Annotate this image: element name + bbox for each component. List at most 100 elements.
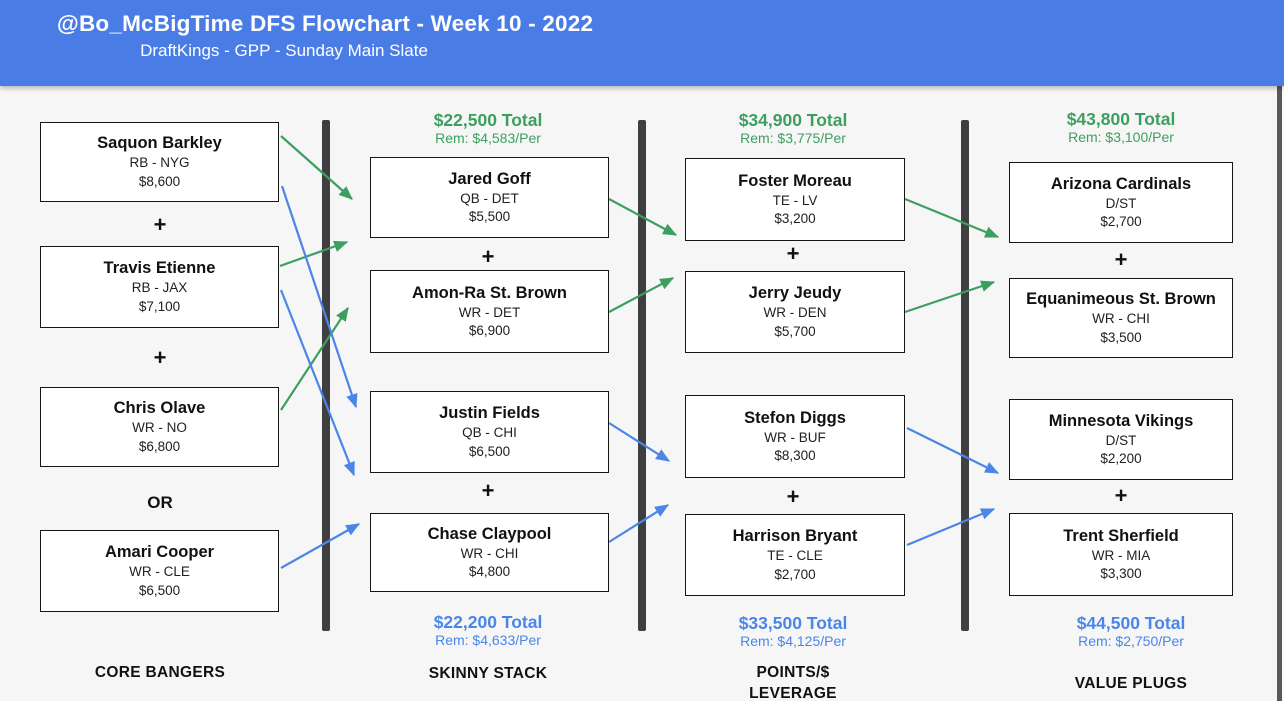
- flow-arrow-harrison-bryant-to-trent-sherfield: [906, 507, 996, 547]
- player-salary: $7,100: [138, 298, 181, 314]
- remaining-per-player: Rem: $2,750/Per: [1078, 633, 1184, 649]
- total-amount: $34,900 Total: [738, 110, 848, 130]
- remaining-per-player: Rem: $4,125/Per: [740, 633, 846, 649]
- player-detail: WR - BUF: [764, 429, 826, 445]
- player-box-chris-olave: Chris Olave WR - NO $6,800: [40, 387, 279, 467]
- player-detail: QB - CHI: [462, 425, 517, 440]
- flow-arrow-jared-goff-to-foster-moreau: [608, 198, 678, 236]
- player-detail: WR - NO: [132, 420, 187, 435]
- header-banner: @Bo_McBigTime DFS Flowchart - Week 10 - …: [0, 0, 1284, 86]
- player-name: Jerry Jeudy: [748, 284, 842, 302]
- slide-right-edge-shadow: [1277, 86, 1282, 708]
- player-name: Jared Goff: [448, 169, 531, 188]
- player-name: Saquon Barkley: [97, 134, 222, 152]
- player-name: Chris Olave: [113, 399, 206, 417]
- plus-separator: +: [481, 478, 495, 503]
- or-separator: OR: [147, 493, 173, 512]
- player-detail: QB - DET: [460, 190, 519, 206]
- player-detail: D/ST: [1105, 195, 1137, 211]
- flow-arrow-amari-cooper-to-chase-claypool: [280, 523, 361, 569]
- slide-bottom-edge: [0, 701, 1284, 708]
- plus-separator: +: [1114, 247, 1128, 272]
- player-box-amon-ra-st-brown: Amon-Ra St. Brown WR - DET $6,900: [370, 270, 609, 353]
- divider-bar: [961, 120, 969, 631]
- player-box-saquon-barkley: Saquon Barkley RB - NYG $8,600: [40, 122, 279, 202]
- player-name: Travis Etienne: [103, 259, 216, 277]
- flowchart-title: @Bo_McBigTime DFS Flowchart - Week 10 - …: [56, 11, 594, 36]
- flow-arrow-jerry-jeudy-to-equanimeous-st-brown: [904, 280, 996, 314]
- total-amount: $22,500 Total: [433, 110, 543, 130]
- player-detail: WR - CHI: [1092, 311, 1150, 326]
- player-detail: WR - MIA: [1091, 547, 1151, 563]
- player-detail: WR - CLE: [129, 564, 190, 579]
- player-name: Amon-Ra St. Brown: [412, 283, 567, 302]
- flow-arrow-justin-fields-to-stefon-diggs: [608, 422, 670, 462]
- flow-arrow-chase-claypool-to-harrison-bryant: [608, 504, 669, 543]
- column-label-points-leverage: POINTS/$ LEVERAGE: [663, 662, 923, 704]
- player-name: Harrison Bryant: [732, 527, 858, 545]
- column-label-line: LEVERAGE: [749, 685, 837, 702]
- plus-separator: +: [153, 212, 167, 237]
- total-amount: $33,500 Total: [738, 613, 848, 633]
- flow-arrow-travis-etienne-to-justin-fields: [279, 289, 356, 477]
- player-detail: RB - NYG: [129, 155, 190, 170]
- player-salary: $5,700: [774, 323, 816, 339]
- player-salary: $5,500: [468, 209, 511, 224]
- player-salary: $2,700: [774, 566, 816, 582]
- divider-bar: [322, 120, 330, 631]
- column-label-line: POINTS/$: [756, 664, 830, 681]
- remaining-per-player: Rem: $4,583/Per: [435, 130, 541, 146]
- total-amount: $43,800 Total: [1066, 109, 1176, 129]
- player-salary: $6,500: [138, 582, 181, 598]
- player-name: Arizona Cardinals: [1050, 174, 1192, 193]
- column-label-line: SKINNY STACK: [428, 665, 548, 682]
- player-box-jared-goff: Jared Goff QB - DET $5,500: [370, 157, 609, 238]
- flowchart-subtitle: DraftKings - GPP - Sunday Main Slate: [140, 41, 428, 60]
- remaining-per-player: Rem: $4,633/Per: [435, 632, 541, 648]
- slide-right-edge-highlight: [1282, 86, 1284, 708]
- flow-arrow-saquon-barkley-to-justin-fields: [280, 185, 358, 409]
- player-name: Foster Moreau: [738, 171, 852, 190]
- player-box-jerry-jeudy: Jerry Jeudy WR - DEN $5,700: [685, 271, 905, 353]
- column-label-line: CORE BANGERS: [94, 664, 226, 681]
- column-label-skinny-stack: SKINNY STACK: [358, 663, 618, 684]
- player-detail: TE - LV: [772, 192, 818, 208]
- player-name: Minnesota Vikings: [1048, 411, 1194, 430]
- flow-arrow-foster-moreau-to-arizona-cardinals: [904, 197, 1000, 239]
- plus-separator: +: [786, 241, 800, 266]
- total-amount: $22,200 Total: [433, 612, 543, 632]
- player-detail: D/ST: [1105, 432, 1137, 448]
- player-salary: $2,700: [1100, 214, 1142, 229]
- plus-separator: +: [481, 244, 495, 269]
- player-name: Chase Claypool: [427, 524, 552, 543]
- player-salary: $6,800: [138, 438, 181, 454]
- player-salary: $8,600: [138, 173, 181, 189]
- flow-arrow-stefon-diggs-to-minnesota-vikings: [906, 427, 1000, 474]
- flow-arrow-amon-ra-st-brown-to-jerry-jeudy: [608, 277, 675, 313]
- player-salary: $3,200: [774, 211, 816, 226]
- player-salary: $3,300: [1100, 566, 1142, 581]
- player-salary: $8,300: [774, 448, 816, 463]
- player-salary: $3,500: [1100, 329, 1142, 345]
- player-salary: $4,800: [468, 564, 511, 579]
- player-salary: $6,900: [468, 323, 511, 338]
- player-detail: WR - DET: [458, 304, 521, 320]
- total-amount: $44,500 Total: [1076, 613, 1186, 633]
- remaining-per-player: Rem: $3,775/Per: [740, 130, 846, 146]
- player-detail: WR - DEN: [763, 305, 827, 320]
- flow-arrow-saquon-barkley-to-jared-goff: [280, 135, 353, 200]
- column-label-core-bangers: CORE BANGERS: [30, 662, 290, 683]
